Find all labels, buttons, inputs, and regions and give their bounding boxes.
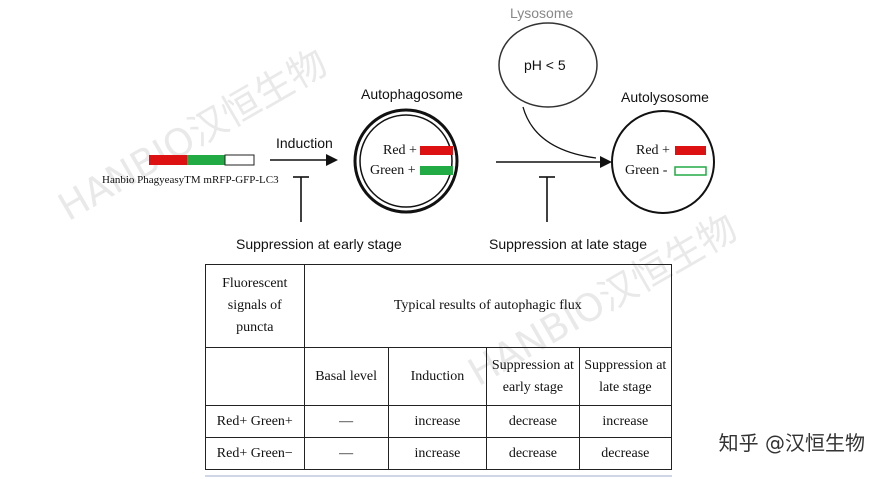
autophagosome-inner-membrane [359, 114, 453, 208]
autophagosome-red-label: Red + [383, 143, 417, 158]
column-basal-level: Basal level [303, 347, 389, 406]
induction-label: Induction [276, 135, 333, 151]
construct-lc3-segment [224, 154, 255, 166]
column-induction: Induction [387, 347, 488, 406]
early-suppression-label: Suppression at early stage [236, 236, 402, 252]
fusion-arrowhead [600, 156, 612, 168]
header-typical-results: Typical results of autophagic flux [303, 264, 673, 348]
table-cell: — [303, 405, 389, 438]
row-label: Red+ Green− [205, 437, 305, 470]
lysosome-fusion-curve [522, 106, 597, 159]
autolysosome-red-label: Red + [636, 143, 670, 158]
table-row: Red+ Green− — increase decrease decrease [205, 437, 673, 470]
header-fluorescent-signals: Fluorescent signals of puncta [205, 264, 305, 348]
table-cell: increase [387, 437, 488, 470]
table-cell: increase [387, 405, 488, 438]
autophagosome-outer-membrane [353, 108, 459, 214]
table-cell: decrease [578, 437, 673, 470]
autophagosome-green-marker [420, 166, 453, 175]
lysosome-ph-label: pH < 5 [524, 57, 566, 73]
autolysosome-green-marker-empty [674, 166, 707, 176]
table-cell: decrease [486, 405, 580, 438]
table-column-row: Basal level Induction Suppression at ear… [205, 347, 673, 406]
late-suppression-label: Suppression at late stage [489, 236, 647, 252]
zhihu-watermark: 知乎 @汉恒生物 [718, 431, 865, 455]
table-cell: increase [578, 405, 673, 438]
autophagosome-green-label: Green + [370, 163, 416, 178]
column-suppression-late: Suppression at late stage [578, 347, 673, 406]
lysosome-circle [498, 22, 598, 108]
autolysosome-green-label: Green - [625, 163, 668, 178]
autophagosome-title: Autophagosome [361, 86, 463, 102]
autophagosome-red-marker [420, 146, 453, 155]
table-row: Red+ Green+ — increase decrease increase [205, 405, 673, 438]
induction-arrowhead [326, 154, 338, 166]
column-suppression-early: Suppression at early stage [486, 347, 580, 406]
autolysosome-red-marker [675, 146, 706, 155]
lysosome-title: Lysosome [510, 5, 574, 21]
autolysosome-title: Autolysosome [621, 89, 709, 105]
construct-label: Hanbio PhagyeasyTM mRFP-GFP-LC3 [102, 174, 279, 186]
autolysosome-circle [611, 110, 715, 214]
construct-mrfp-segment [149, 155, 187, 165]
autophagic-flux-table: Fluorescent signals of puncta Typical re… [205, 264, 673, 470]
table-cell-empty [205, 347, 305, 406]
construct-gfp-segment [187, 155, 225, 165]
table-cell: decrease [486, 437, 580, 470]
table-header-row: Fluorescent signals of puncta Typical re… [205, 264, 673, 348]
row-label: Red+ Green+ [205, 405, 305, 438]
table-cell: — [303, 437, 389, 470]
